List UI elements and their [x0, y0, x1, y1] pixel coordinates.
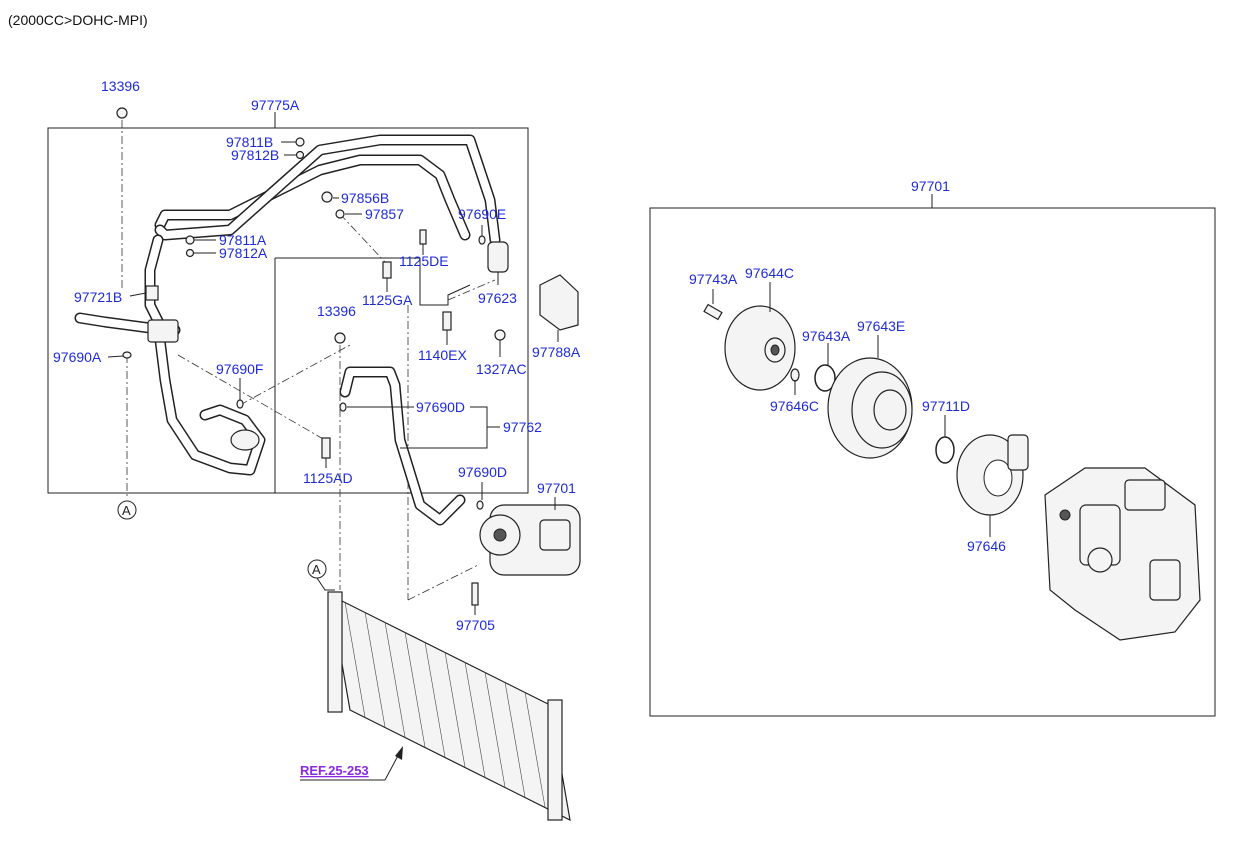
- label-97690A[interactable]: 97690A: [53, 349, 102, 365]
- centerline-97705: [407, 564, 479, 601]
- oring-97690A: [122, 351, 132, 359]
- bracket-outline: [275, 257, 471, 306]
- label-97811B[interactable]: 97811B: [226, 134, 273, 150]
- label-97812A[interactable]: 97812A: [219, 245, 268, 261]
- bolt-97743A: [703, 303, 723, 321]
- label-97644C[interactable]: 97644C: [745, 265, 794, 281]
- label-97643A[interactable]: 97643A: [802, 328, 851, 344]
- label-97811A[interactable]: 97811A: [219, 232, 267, 248]
- nut-13396-mid: [334, 332, 346, 344]
- label-97690D-a[interactable]: 97690D: [416, 399, 465, 415]
- label-97721B[interactable]: 97721B: [74, 289, 122, 305]
- label-97690E[interactable]: 97690E: [458, 206, 506, 222]
- label-97646C[interactable]: 97646C: [770, 398, 819, 414]
- compressor-body: [1044, 467, 1201, 641]
- centerline-97690f: [239, 344, 351, 406]
- snap-ring-97711D: [935, 436, 955, 464]
- ref-link[interactable]: REF.25-253: [300, 763, 369, 778]
- centerline-97857: [339, 213, 386, 263]
- callout-a-lower: A: [117, 500, 137, 520]
- snap-ring-97643A: [814, 364, 836, 392]
- oring-97690F: [236, 399, 244, 409]
- oring-97690D-b: [476, 500, 484, 510]
- label-97701-left[interactable]: 97701: [537, 480, 576, 496]
- coil-connector: [1007, 434, 1029, 471]
- label-97743A[interactable]: 97743A: [689, 271, 738, 287]
- svg-text:A: A: [122, 503, 131, 518]
- bolt-1125DE: [419, 229, 427, 245]
- condenser-tank-left: [327, 591, 343, 713]
- hose-assembly-box: [47, 127, 529, 494]
- ring-97857: [335, 209, 345, 219]
- shim-97646C: [790, 368, 800, 382]
- label-1125DE[interactable]: 1125DE: [399, 253, 449, 269]
- label-97701-right[interactable]: 97701: [911, 178, 950, 194]
- bracket-97788A: [539, 274, 579, 331]
- label-97643E[interactable]: 97643E: [857, 318, 905, 334]
- label-1327AC[interactable]: 1327AC: [476, 361, 527, 377]
- nut-97856B: [321, 191, 333, 203]
- condenser: [329, 593, 571, 822]
- muffler: [230, 429, 260, 451]
- bolt-1140EX: [442, 311, 452, 331]
- bolt-1125GA: [382, 261, 392, 279]
- condenser-tank-right: [547, 699, 563, 821]
- label-97762[interactable]: 97762: [503, 419, 542, 435]
- svg-text:A: A: [312, 562, 321, 577]
- core-97812A: [185, 248, 195, 258]
- switch-97623: [487, 241, 509, 273]
- bolt-97705: [471, 582, 479, 606]
- core-97812B: [295, 150, 305, 160]
- condenser-fins: [344, 601, 546, 808]
- label-97857[interactable]: 97857: [365, 206, 404, 222]
- label-13396-mid[interactable]: 13396: [317, 303, 356, 319]
- label-97690F[interactable]: 97690F: [216, 361, 263, 377]
- label-1125AD[interactable]: 1125AD: [303, 470, 353, 486]
- label-97788A[interactable]: 97788A: [532, 344, 581, 360]
- cap-97811A: [185, 235, 195, 245]
- hose-block-fitting: [147, 319, 179, 343]
- label-97711D[interactable]: 97711D: [922, 398, 970, 414]
- callout-a-condenser: A: [307, 559, 327, 579]
- label-97856B[interactable]: 97856B: [341, 190, 389, 206]
- clutch-hub-97644C: [724, 305, 796, 391]
- sensor-97721B: [145, 285, 159, 301]
- label-97646[interactable]: 97646: [967, 538, 1006, 554]
- label-97690D-b[interactable]: 97690D: [458, 464, 507, 480]
- cap-97811B: [295, 137, 305, 147]
- engine-spec-label: (2000CC>DOHC-MPI): [8, 12, 148, 28]
- label-97812B[interactable]: 97812B: [231, 147, 279, 163]
- nut-13396-top: [116, 107, 128, 119]
- oring-97690D-a: [339, 402, 347, 412]
- label-97623[interactable]: 97623: [478, 290, 517, 306]
- label-1140EX[interactable]: 1140EX: [418, 347, 467, 363]
- nut-1327AC: [494, 329, 506, 341]
- bolt-1125AD: [321, 437, 331, 459]
- label-97775A[interactable]: 97775A: [251, 97, 300, 113]
- label-13396-top[interactable]: 13396: [101, 78, 140, 94]
- oring-97690E: [478, 235, 486, 245]
- centerline-1125ad: [177, 354, 326, 441]
- label-1125GA[interactable]: 1125GA: [362, 292, 413, 308]
- label-97705[interactable]: 97705: [456, 617, 495, 633]
